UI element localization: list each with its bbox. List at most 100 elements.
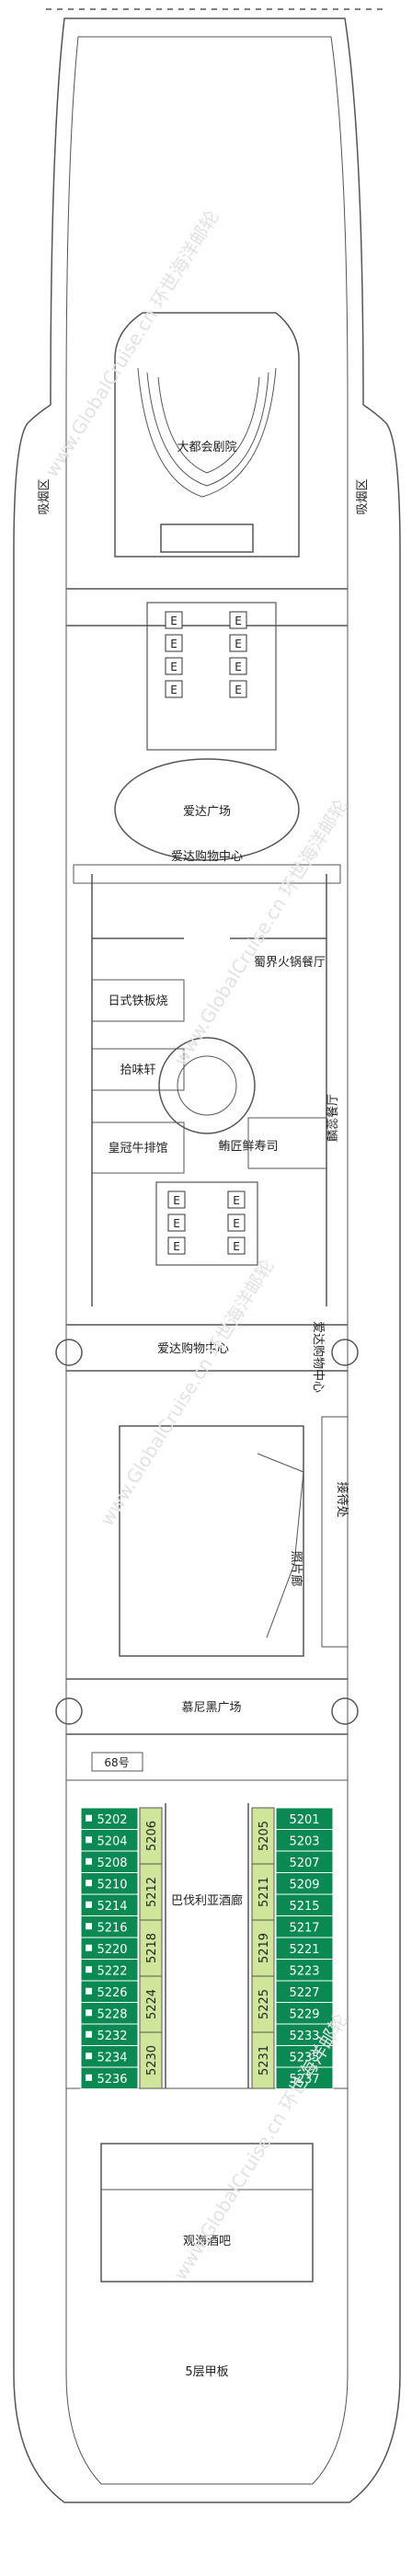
munich-plaza-label: 慕尼黑广场 <box>181 1701 241 1715</box>
cabin-column-left-inner: 5206 5212 5218 5224 5230 <box>139 1807 163 2089</box>
cabin-cell[interactable] <box>80 2066 139 2089</box>
cabin-cell[interactable] <box>139 1975 163 2033</box>
elevator-bank-lower: E E E E E E <box>167 1190 246 1255</box>
cabin-number: 5228 <box>97 2007 127 2021</box>
cabin-marker-icon <box>86 2074 92 2081</box>
elevator-icon: E <box>235 638 242 650</box>
cabin-number: 5222 <box>97 1964 127 1978</box>
cabin-number: 5203 <box>289 1834 319 1848</box>
side-restaurant-label: 麟蕊餐厅 <box>326 1094 340 1142</box>
cabin-number: 5206 <box>145 1821 159 1851</box>
cabin-column-right-inner: 5205 5211 5219 5225 5231 <box>251 1807 275 2089</box>
cabin-number: 5237 <box>289 2073 319 2087</box>
photo-corridor-label: 照片廊 <box>289 1550 303 1586</box>
room-68-label: 68号 <box>104 1756 129 1769</box>
sea-bar-label: 观海酒吧 <box>183 2235 231 2248</box>
svg-text:www.GlobalCruise.cn 环世海洋邮轮: www.GlobalCruise.cn 环世海洋邮轮 <box>169 795 352 1069</box>
elevator-icon: E <box>173 1217 180 1230</box>
cabin-number: 5207 <box>289 1857 319 1870</box>
cabin-marker-icon <box>86 2053 92 2060</box>
elevator-icon: E <box>233 1240 240 1253</box>
elevator-icon: E <box>170 615 177 627</box>
cabin-number: 5210 <box>97 1878 127 1892</box>
cabin-marker-icon <box>86 1944 92 1951</box>
smoking-area-left-label: 吸烟区 <box>38 478 52 514</box>
cabin-number: 5223 <box>289 1964 319 1978</box>
theater-label: 大都会剧院 <box>177 441 236 454</box>
cabin-number: 5235 <box>289 2051 319 2064</box>
cabin-number: 5218 <box>145 1933 159 1963</box>
hotpot-restaurant-label: 蜀界火锅餐厅 <box>254 955 326 970</box>
elevator-icon: E <box>170 638 177 650</box>
cabin-marker-icon <box>86 1880 92 1887</box>
cabin-number: 5226 <box>97 1986 127 2000</box>
svg-text:www.GlobalCruise.cn 环世海洋邮轮: www.GlobalCruise.cn 环世海洋邮轮 <box>96 1255 279 1529</box>
plaza-label: 爱达广场 <box>183 805 231 819</box>
elevator-icon: E <box>233 1217 240 1230</box>
cabin-number: 5236 <box>97 2073 127 2087</box>
crown-steakhouse-label: 皇冠牛排馆 <box>108 1142 167 1156</box>
cabin-number: 5220 <box>97 1943 127 1957</box>
cabin-marker-icon <box>86 1966 92 1973</box>
cabin-marker-icon <box>86 1987 92 1995</box>
cabin-marker-icon <box>86 1901 92 1908</box>
elevator-icon: E <box>235 615 242 627</box>
cabin-number: 5219 <box>258 1933 271 1963</box>
cabin-number: 5225 <box>258 1989 271 2019</box>
bavaria-lounge-label: 巴伐利亚酒廊 <box>171 1893 243 1908</box>
cabin-number: 5230 <box>145 2045 159 2076</box>
elevator-icon: E <box>173 1194 180 1207</box>
cabin-number: 5209 <box>289 1878 319 1892</box>
cabin-marker-icon <box>86 2009 92 2017</box>
shopping-center-vertical-label: 爱达购物中心 <box>311 1321 326 1393</box>
cabin-number: 5212 <box>145 1877 159 1907</box>
cabin-number: 5205 <box>258 1821 271 1851</box>
cabin-marker-icon <box>86 1857 92 1865</box>
cabin-number: 5232 <box>97 2030 127 2043</box>
cabin-cell[interactable] <box>251 2031 275 2089</box>
cabin-cell[interactable] <box>139 1919 163 1977</box>
elevator-icon: E <box>173 1240 180 1253</box>
cabin-marker-icon <box>86 1923 92 1930</box>
elevator-bank-upper: E E E E E E E E <box>165 611 247 698</box>
cabin-column-right-outer: 5201520352075209521552175221522352275229… <box>275 1807 334 2089</box>
cabin-number: 5231 <box>258 2045 271 2076</box>
cabin-cell[interactable] <box>251 1919 275 1977</box>
cabin-cell[interactable] <box>251 1863 275 1921</box>
cabin-number: 5214 <box>97 1900 127 1914</box>
sushi-restaurant-label: 鲔匠鲜寿司 <box>218 1140 278 1154</box>
cabin-number: 5208 <box>97 1857 127 1870</box>
cabin-number: 5229 <box>289 2007 319 2021</box>
cabin-number: 5227 <box>289 1986 319 2000</box>
shopping-center-label: 爱达购物中心 <box>171 849 243 864</box>
deck-title: 5层甲板 <box>185 2365 228 2379</box>
cabin-number: 5211 <box>258 1877 271 1907</box>
cabin-cell[interactable] <box>139 1807 163 1865</box>
shiweixuan-label: 拾味轩 <box>120 1064 155 1077</box>
elevator-icon: E <box>233 1194 240 1207</box>
cabin-cell[interactable] <box>139 1863 163 1921</box>
smoking-area-right-label: 吸烟区 <box>356 478 370 514</box>
cabin-number: 5224 <box>145 1989 159 2019</box>
cabin-column-left-outer: 5202520452085210521452165220522252265228… <box>80 1807 139 2089</box>
cabin-number: 5216 <box>97 1921 127 1935</box>
elevator-icon: E <box>170 684 177 696</box>
cabin-number: 5221 <box>289 1943 319 1957</box>
teppanyaki-label: 日式铁板烧 <box>108 995 167 1008</box>
cabin-marker-icon <box>86 1836 92 1844</box>
cabin-marker-icon <box>86 1814 92 1822</box>
cabin-number: 5215 <box>289 1900 319 1914</box>
cabin-number: 5233 <box>289 2030 319 2043</box>
elevator-icon: E <box>170 661 177 673</box>
cabin-cell[interactable] <box>251 1975 275 2033</box>
cabin-cell[interactable] <box>139 2031 163 2089</box>
elevator-icon: E <box>235 684 242 696</box>
shopping-center-2-label: 爱达购物中心 <box>157 1341 229 1356</box>
elevator-icon: E <box>235 661 242 673</box>
cabin-marker-icon <box>86 2030 92 2038</box>
cabin-cell[interactable] <box>251 1807 275 1865</box>
cabin-number: 5234 <box>97 2051 127 2064</box>
cabin-cell[interactable] <box>275 2066 334 2089</box>
cabin-number: 5202 <box>97 1813 127 1827</box>
